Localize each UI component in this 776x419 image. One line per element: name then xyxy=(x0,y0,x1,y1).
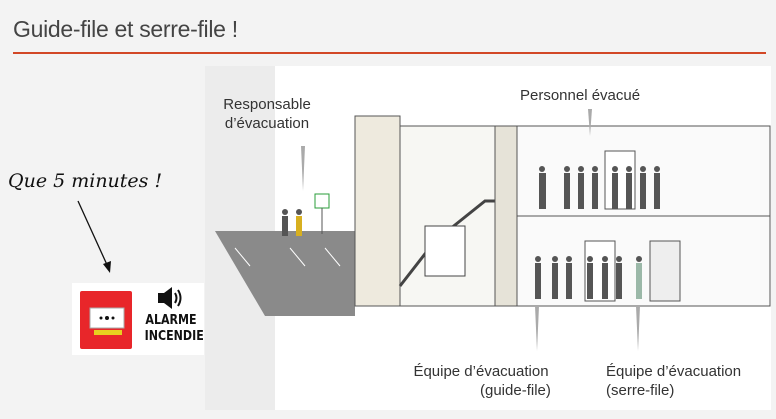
evacuation-illustration xyxy=(215,66,771,410)
annotation-text: Que 5 minutes ! xyxy=(8,170,163,192)
label-responsable: Responsable d’évacuation xyxy=(214,95,320,133)
alarm-label: ALARME INCENDIE xyxy=(144,313,204,345)
label-responsable-line2: d’évacuation xyxy=(224,115,310,132)
slide-title: Guide-file et serre-file ! xyxy=(13,16,238,42)
label-guide-file: Équipe d’évacuation (guide-file) xyxy=(400,362,562,400)
label-serre-file: Équipe d’évacuation (serre-file) xyxy=(606,362,766,400)
label-guide-line2: (guide-file) xyxy=(480,382,551,399)
upper-floor-people xyxy=(539,166,660,209)
fire-alarm-card: ALARME INCENDIE xyxy=(72,283,204,355)
label-serre-line1: Équipe d’évacuation xyxy=(606,363,742,380)
parking-lot xyxy=(215,231,355,316)
alarm-line2: INCENDIE xyxy=(144,329,204,344)
label-serre-line2: (serre-file) xyxy=(606,382,675,399)
lower-floor-people xyxy=(535,256,642,299)
fire-alarm-call-point-icon xyxy=(80,287,182,349)
alarm-line1: ALARME xyxy=(145,313,197,328)
label-responsable-line1: Responsable xyxy=(223,96,311,113)
label-guide-line1: Équipe d’évacuation xyxy=(413,363,549,380)
label-personnel: Personnel évacué xyxy=(520,87,641,104)
title-divider xyxy=(13,52,766,54)
people xyxy=(282,166,660,299)
arrow-icon xyxy=(77,200,111,273)
speaker-icon xyxy=(158,287,182,309)
